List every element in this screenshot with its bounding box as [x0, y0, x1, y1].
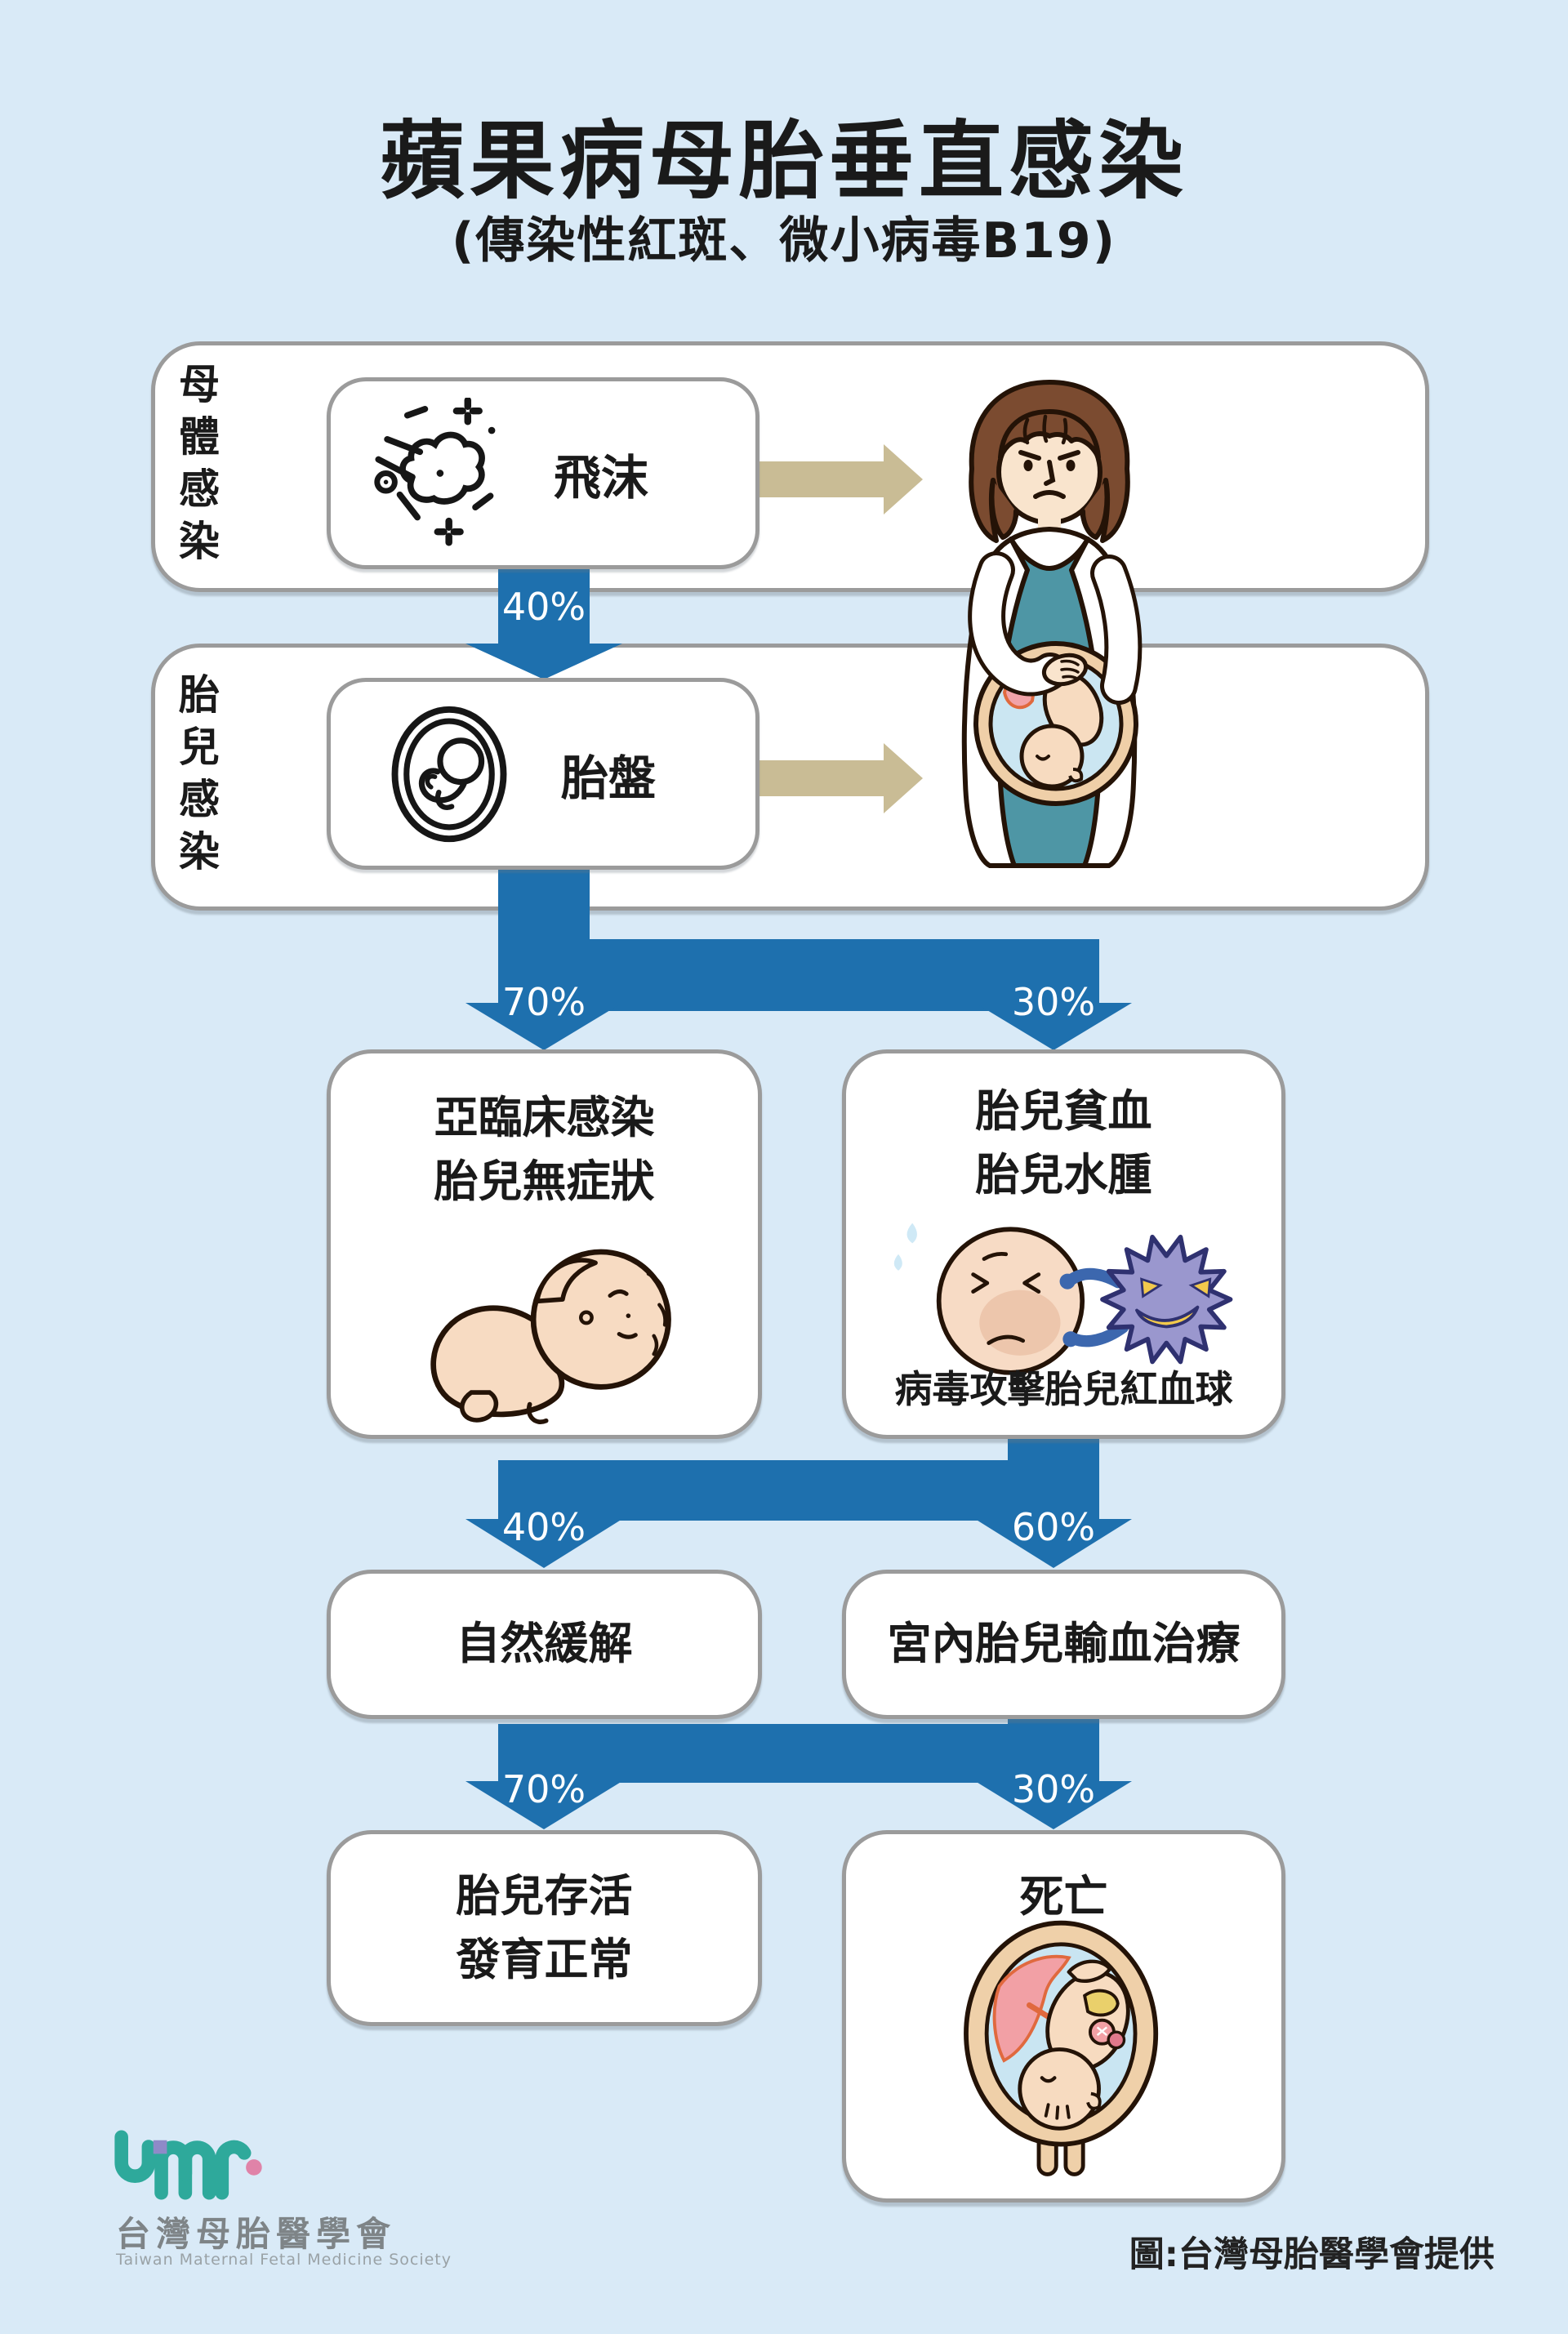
healthy-baby-illustration [430, 1249, 671, 1424]
placenta-box: 胎盤 [327, 678, 760, 870]
anemia-line1: 胎兒貧血 [975, 1085, 1152, 1137]
droplet-transmission-box: 飛沫 [327, 377, 760, 569]
treatment-branch-arrow [466, 1437, 1132, 1568]
maternal-infection-side-label: 母體感染 [172, 362, 220, 572]
fetus-in-womb-illustration [964, 1920, 1159, 2176]
org-name-en: Taiwan Maternal Fetal Medicine Society [116, 2251, 452, 2269]
org-name-zh: 台灣母胎醫學會 [116, 2214, 397, 2254]
survival-rate-label: 70% [501, 1767, 586, 1811]
virus-attacking-red-blood-cell-illustration [893, 1223, 1233, 1375]
intrauterine-transfusion-box: 宮內胎兒輸血治療 [842, 1570, 1285, 1719]
right-arrow-to-mother-icon [760, 444, 923, 514]
outcome-branch-arrow [466, 862, 1132, 1050]
sneeze-droplet-icon [374, 398, 496, 546]
subclinical-rate-label: 70% [501, 980, 586, 1024]
page-title: 蘋果病母胎垂直感染 [379, 111, 1188, 211]
umf-logo [114, 2130, 262, 2200]
fetal-anemia-box: 胎兒貧血胎兒水腫 病毒攻擊胎兒紅血 [842, 1049, 1285, 1439]
survival-line1: 胎兒存活 [456, 1869, 633, 1922]
logo-purple-square [153, 2140, 167, 2154]
subclinical-infection-box: 亞臨床感染胎兒無症狀 [327, 1049, 762, 1439]
anemia-rate-label: 30% [1011, 980, 1096, 1024]
fetal-survival-box: 胎兒存活發育正常 [327, 1830, 762, 2026]
droplet-label: 飛沫 [554, 449, 649, 506]
subclinical-line1: 亞臨床感染 [434, 1092, 655, 1143]
natural-remission-label: 自然緩解 [456, 1618, 633, 1670]
survival-line2: 發育正常 [456, 1934, 633, 1985]
pregnant-woman-illustration [961, 380, 1143, 868]
placenta-label: 胎盤 [561, 750, 657, 806]
survival-branch-arrow [466, 1717, 1132, 1829]
death-rate-label: 30% [1011, 1767, 1096, 1811]
infection-rate-arrow [466, 566, 622, 679]
intrauterine-transfusion-label: 宮內胎兒輸血治療 [887, 1618, 1241, 1670]
page-subtitle: (傳染性紅斑、微小病毒B19) [451, 212, 1117, 269]
anemia-line2: 胎兒水腫 [975, 1149, 1152, 1201]
death-box: 死亡 [842, 1830, 1285, 2203]
image-credit: 圖:台灣母胎醫學會提供 [1129, 2234, 1494, 2275]
right-arrow-to-belly-icon [760, 743, 923, 813]
transfusion-rate-label: 60% [1011, 1505, 1096, 1549]
fetus-embryo-icon [391, 706, 507, 842]
infection-rate-label: 40% [501, 585, 586, 629]
natural-remission-box: 自然緩解 [327, 1570, 762, 1719]
virus-attack-caption: 病毒攻擊胎兒紅血球 [894, 1367, 1233, 1411]
subclinical-line2: 胎兒無症狀 [434, 1156, 655, 1208]
death-label: 死亡 [1019, 1871, 1108, 1922]
logo-pink-dot [246, 2159, 262, 2176]
natural-rate-label: 40% [501, 1505, 586, 1549]
fetal-infection-side-label: 胎兒感染 [172, 672, 220, 882]
